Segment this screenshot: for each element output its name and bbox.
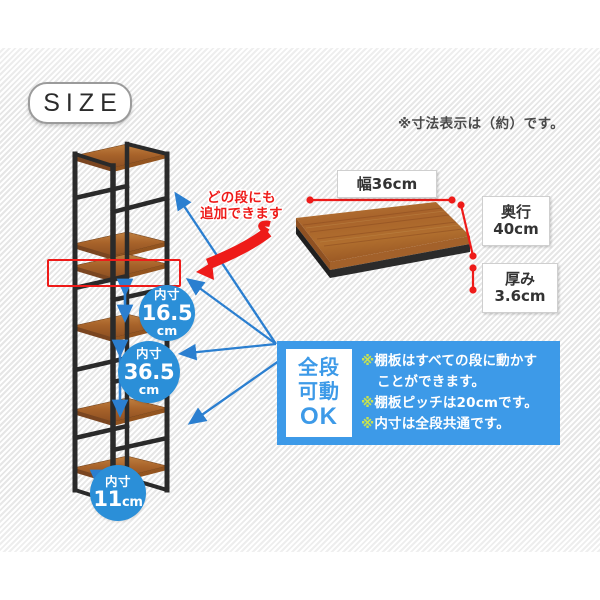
badge-value: 36.5 — [123, 359, 175, 384]
inner-size-badge-36: 内寸 36.5 cm — [118, 341, 180, 403]
note-line-2: ことができます。 — [361, 372, 553, 393]
red-highlight-rectangle — [47, 259, 181, 287]
red-note-line2: 追加できます — [200, 206, 283, 222]
approx-note: ※寸法表示は（約）です。 — [398, 116, 565, 132]
badge-unit: cm — [156, 322, 178, 338]
dimension-label-depth: 奥行 40cm — [482, 196, 550, 246]
all-tiers-movable-badge: 全段 可動 OK — [286, 349, 352, 437]
dimension-thickness-line1: 厚み — [504, 270, 535, 288]
badge-unit: cm — [121, 495, 143, 511]
dimension-label-thickness: 厚み 3.6cm — [482, 263, 558, 313]
note-text: 棚板ピッチは20cmです。 — [374, 395, 538, 411]
note-text: ことができます。 — [377, 374, 486, 390]
note-line-4: ※内寸は全段共通です。 — [361, 414, 553, 435]
asterisk-mark: ※ — [361, 416, 375, 432]
inner-size-badge-16: 内寸 16.5 cm — [139, 285, 195, 341]
badge-label: 内寸 — [153, 287, 180, 302]
note-line-3: ※棚板ピッチは20cmです。 — [361, 393, 553, 414]
note-line-1: ※棚板はすべての段に動かす — [361, 351, 553, 372]
dimension-width-text: 幅36cm — [356, 174, 418, 193]
size-badge: SIZE — [28, 82, 132, 124]
dimension-depth-line2: 40cm — [493, 220, 539, 238]
note-text: 棚板はすべての段に動かす — [374, 353, 538, 369]
shelf-board-illustration — [288, 196, 478, 288]
inner-size-badge-11: 内寸 11cm — [90, 465, 146, 521]
badge-line2: 可動 — [298, 379, 340, 403]
info-panel: 全段 可動 OK ※棚板はすべての段に動かす ことができます。 ※棚板ピッチは2… — [277, 341, 560, 445]
badge-value: 11 — [93, 487, 122, 512]
red-annotation-note: どの段にも 追加できます — [200, 190, 283, 222]
badge-value: 16.5 — [141, 300, 193, 325]
badge-value-unit: 11cm — [93, 487, 143, 512]
badge-line3: OK — [300, 403, 338, 430]
info-panel-notes: ※棚板はすべての段に動かす ことができます。 ※棚板ピッチは20cmです。 ※内… — [361, 351, 553, 435]
badge-label: 内寸 — [135, 346, 162, 361]
note-text: 内寸は全段共通です。 — [374, 416, 510, 432]
dimension-thickness-line2: 3.6cm — [494, 287, 546, 305]
badge-line1: 全段 — [298, 355, 340, 379]
size-badge-label: SIZE — [43, 88, 123, 117]
badge-label: 内寸 — [104, 473, 131, 489]
dimension-depth-line1: 奥行 — [500, 203, 531, 221]
asterisk-mark: ※ — [361, 353, 375, 369]
dimension-label-width: 幅36cm — [337, 170, 437, 198]
red-note-line1: どの段にも — [206, 190, 276, 206]
asterisk-mark: ※ — [361, 395, 375, 411]
badge-unit: cm — [138, 381, 160, 397]
